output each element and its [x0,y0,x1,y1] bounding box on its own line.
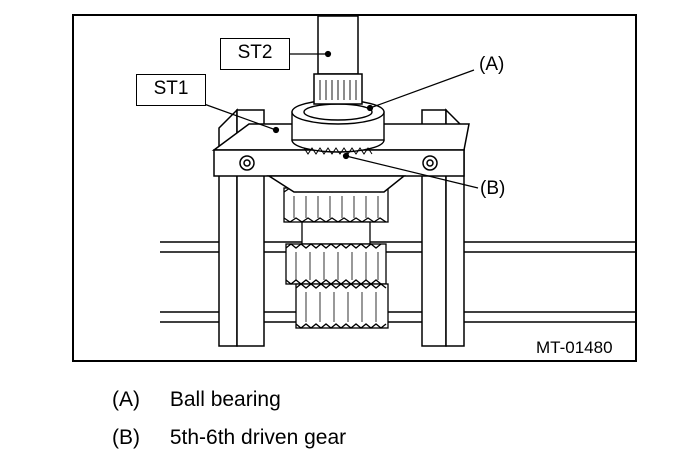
legend-item-a: (A) Ball bearing [112,388,281,412]
callout-a-label: (A) [479,54,505,75]
legend-text-a: Ball bearing [169,388,281,411]
st2-shaft [313,16,363,105]
gear-stack [283,187,389,329]
figure-id: MT-01480 [536,338,613,357]
legend-item-b: (B) 5th-6th driven gear [112,426,346,450]
st2-callout-box: ST2 [220,38,290,70]
ball-bearing [291,99,385,155]
leader-lines [203,50,479,189]
press-drawing [160,16,635,347]
legend-text-b: 5th-6th driven gear [169,426,347,449]
press-illustration: ST2 ST1 (A) (B) MT-01480 [72,14,637,362]
callout-b-label: (B) [480,178,506,199]
st1-callout-box: ST1 [136,74,206,106]
legend-key-a: (A) [112,388,140,411]
legend-key-b: (B) [112,426,140,449]
